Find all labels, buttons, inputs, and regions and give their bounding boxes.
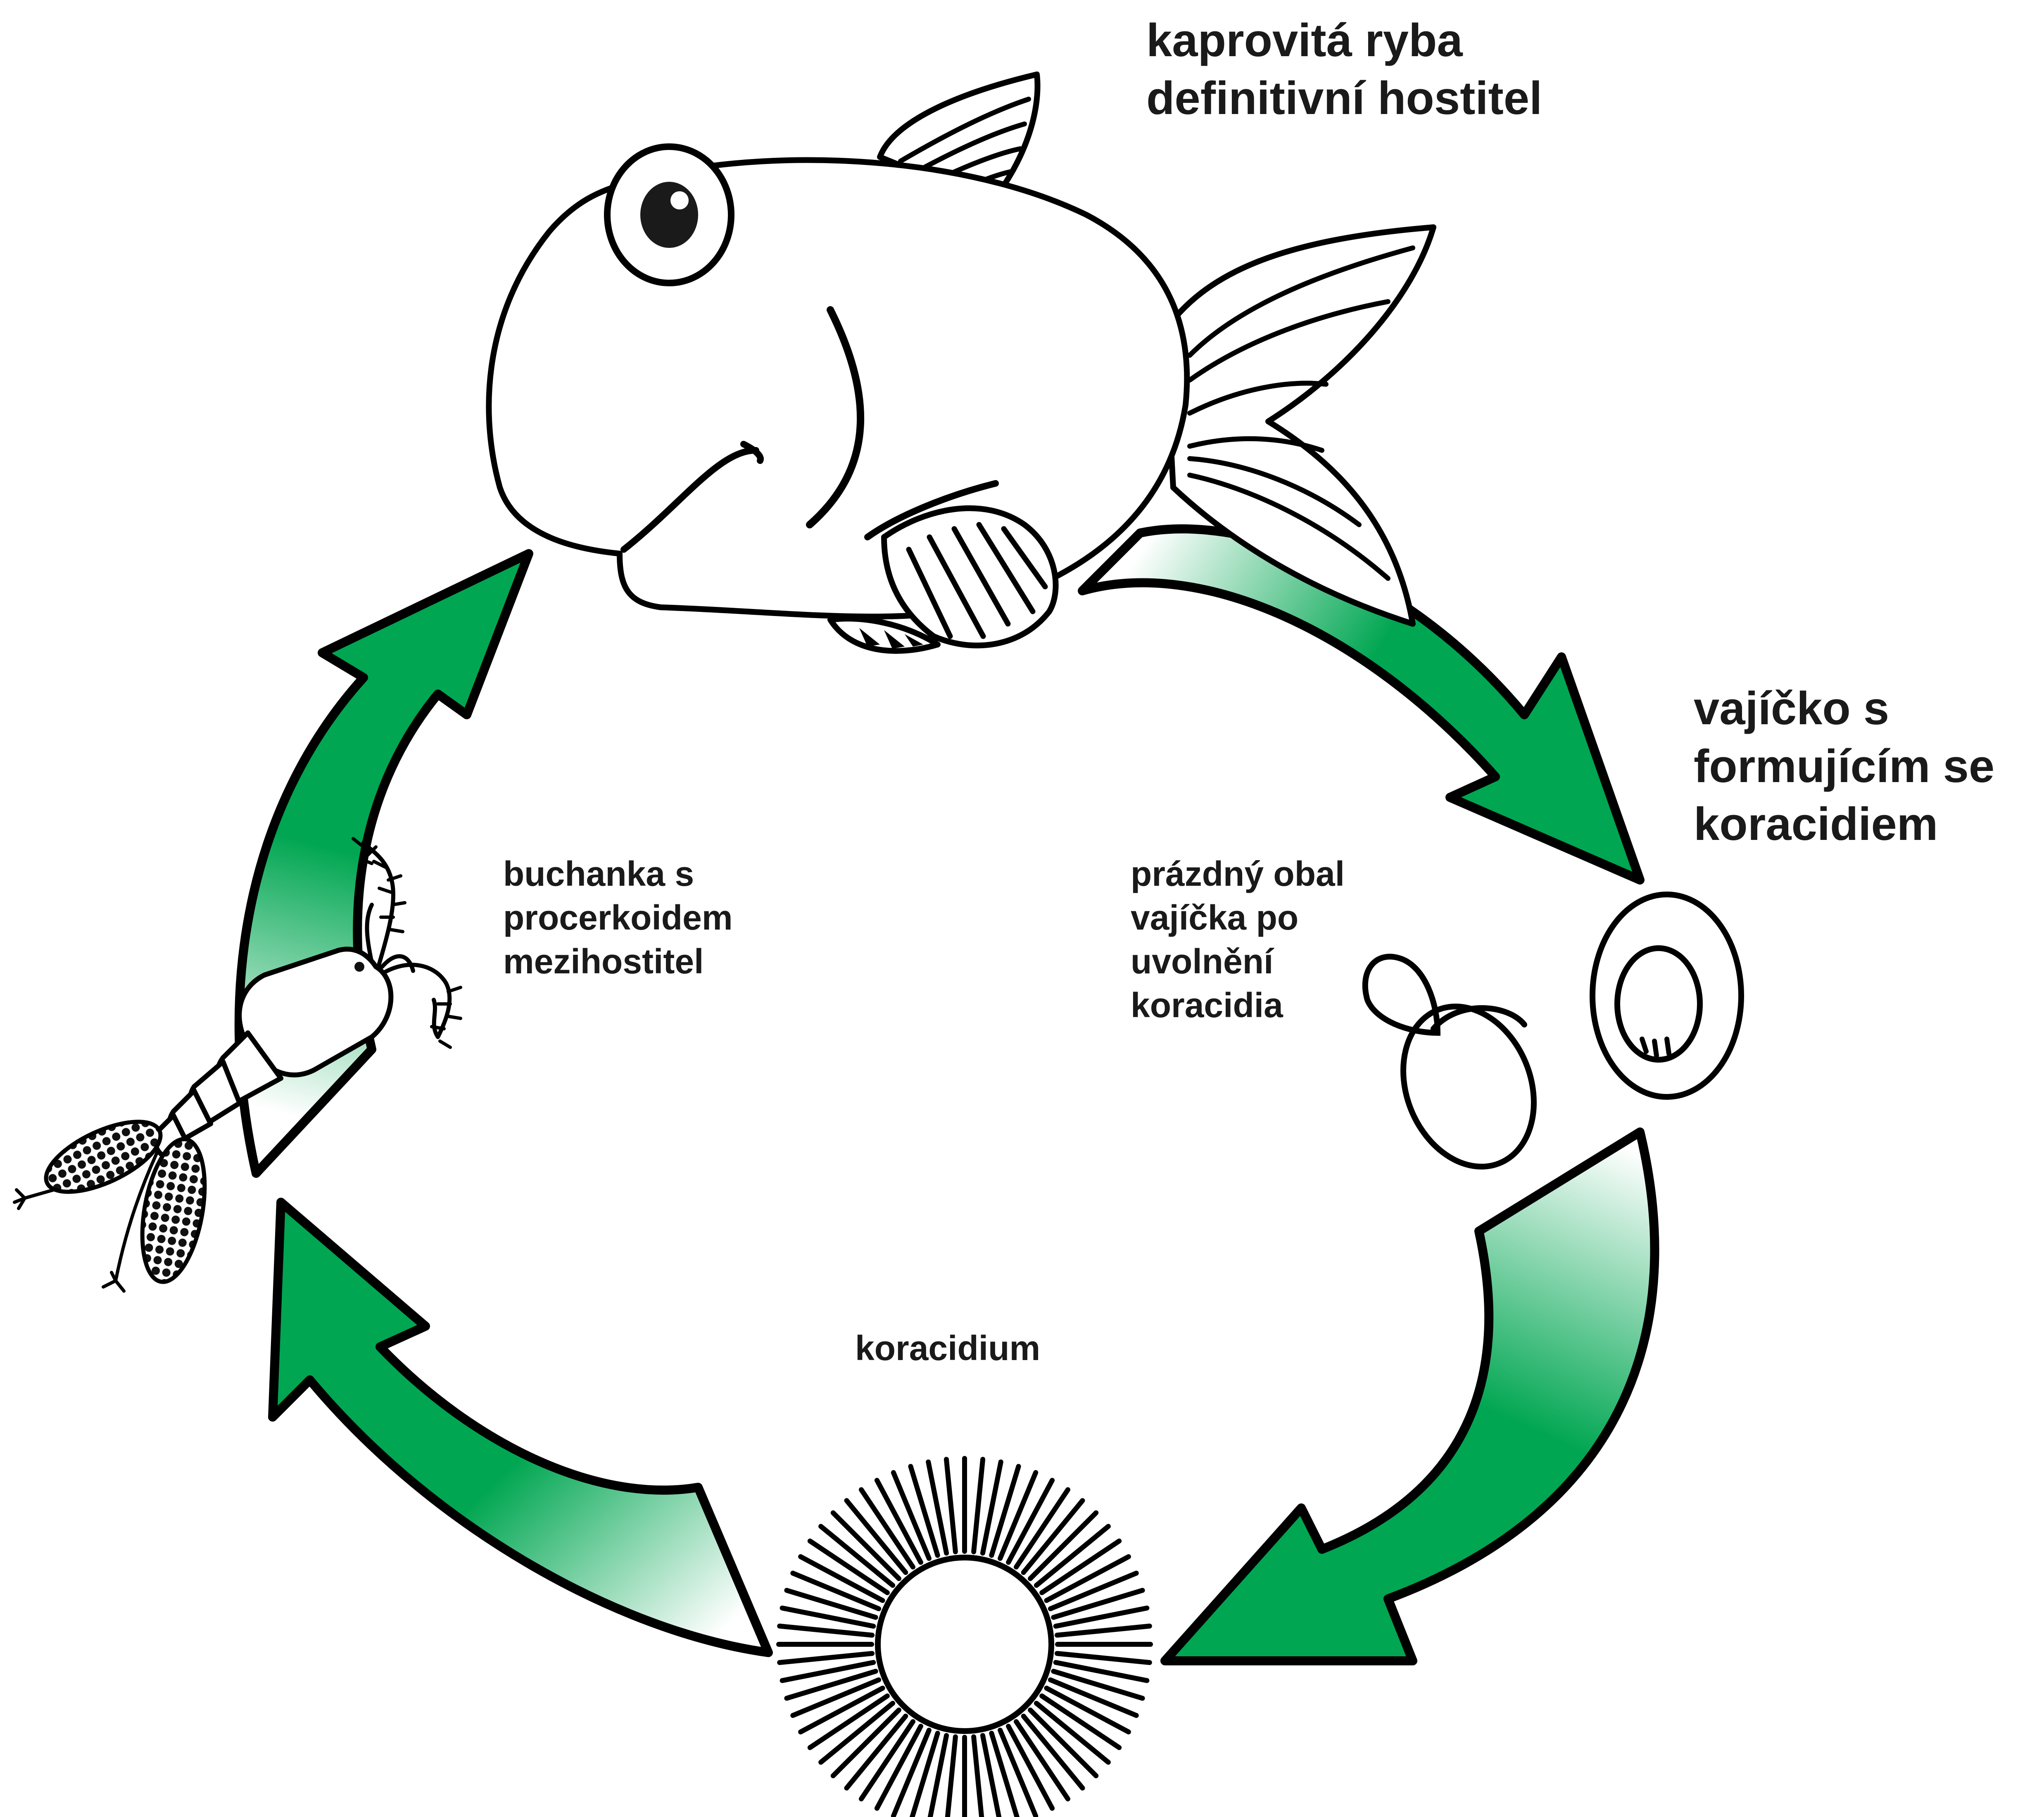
intermediate-host-line-1: buchanka s xyxy=(503,852,733,896)
empty-shell-line-3: uvolnění xyxy=(1131,939,1345,983)
empty-shell-body xyxy=(1380,987,1557,1186)
cilium xyxy=(1057,1653,1150,1662)
fish-body xyxy=(489,160,1187,616)
empty-shell-line-2: vajíčka po xyxy=(1131,896,1345,939)
coracidium-body xyxy=(878,1558,1051,1731)
fish-eye-highlight xyxy=(670,191,689,209)
definitive-host-label: kaprovitá ryba definitivní hostitel xyxy=(1146,12,1542,127)
empty-egg-shell xyxy=(1365,957,1557,1187)
intermediate-host-line-3: mezihostitel xyxy=(503,939,733,983)
empty-shell-label: prázdný obal vajíčka po uvolnění koracid… xyxy=(1131,852,1345,1027)
intermediate-host-line-2: procerkoidem xyxy=(503,896,733,939)
fish-pectoral-fin xyxy=(884,508,1056,645)
intermediate-host-label: buchanka s procerkoidem mezihostitel xyxy=(503,852,733,983)
empty-shell-line-4: koracidia xyxy=(1131,983,1345,1027)
coracidium-illustration xyxy=(779,1458,1150,1817)
egg-label-line-2: formujícím se xyxy=(1694,737,1994,795)
egg-with-coracidium xyxy=(1592,894,1741,1097)
cilium xyxy=(974,1737,983,1817)
empty-shell-lid xyxy=(1365,957,1438,1033)
cilium xyxy=(974,1459,983,1552)
egg-label-line-1: vajíčko s xyxy=(1694,680,1994,737)
forming-coracidium xyxy=(1617,948,1700,1060)
egg-label: vajíčko s formujícím se koracidiem xyxy=(1694,680,1994,853)
carp-fish-illustration xyxy=(489,74,1433,651)
coracidium-label: koracidium xyxy=(855,1326,1040,1370)
fish-pupil xyxy=(640,182,698,248)
definitive-host-line-2: definitivní hostitel xyxy=(1146,69,1542,127)
cilium xyxy=(780,1626,872,1635)
empty-shell-line-1: prázdný obal xyxy=(1131,852,1345,896)
copepod-eye xyxy=(354,962,364,972)
egg-label-line-3: koracidiem xyxy=(1694,795,1994,853)
definitive-host-line-1: kaprovitá ryba xyxy=(1146,12,1542,69)
arrow-coracidium-to-copepod xyxy=(273,1202,768,1653)
arrow-egg-to-coracidium xyxy=(1165,1132,1655,1661)
cilium xyxy=(780,1653,872,1662)
cilium xyxy=(946,1737,955,1817)
copepod-illustration xyxy=(14,839,461,1291)
coracidium-label-line-1: koracidium xyxy=(855,1326,1040,1370)
cilium xyxy=(946,1459,955,1552)
cilium xyxy=(1057,1626,1150,1635)
